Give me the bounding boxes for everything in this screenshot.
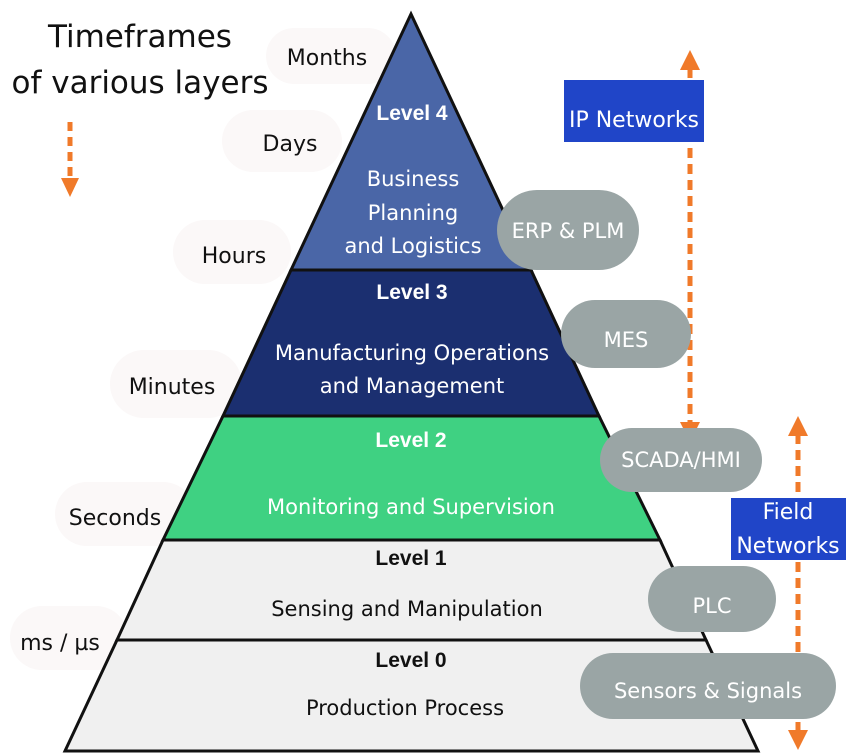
system-pill-mes: MES: [561, 300, 691, 368]
svg-text:SCADA/HMI: SCADA/HMI: [621, 448, 741, 472]
level-4-desc-2: Planning: [368, 201, 458, 225]
svg-text:Networks: Networks: [736, 534, 839, 559]
svg-text:Sensors & Signals: Sensors & Signals: [614, 679, 802, 703]
svg-text:Field: Field: [763, 500, 814, 525]
svg-text:IP Networks: IP Networks: [569, 108, 699, 133]
timeframe-days: Days: [222, 110, 342, 172]
svg-text:Hours: Hours: [202, 244, 266, 269]
level-4-label: Level 4: [376, 102, 448, 125]
system-pill-plc: PLC: [648, 566, 776, 632]
ip-networks-box: IP Networks: [564, 80, 704, 142]
level-4-desc-1: Business: [367, 167, 460, 191]
title-line-2: of various layers: [12, 65, 269, 101]
svg-text:Days: Days: [263, 132, 318, 157]
timeframe-ms: ms / µs: [10, 606, 128, 670]
timeframe-arrow-head: [61, 178, 79, 197]
timeframe-hours: Hours: [173, 220, 291, 284]
timeframe-months: Months: [266, 28, 396, 84]
timeframe-minutes: Minutes: [110, 350, 242, 418]
level-4-desc-3: and Logistics: [344, 234, 481, 258]
svg-text:MES: MES: [604, 328, 649, 352]
level-2-label: Level 2: [375, 429, 446, 452]
system-pill-sensors-signals: Sensors & Signals: [580, 653, 836, 719]
svg-text:ERP & PLM: ERP & PLM: [512, 219, 625, 243]
level-3-desc-1: Manufacturing Operations: [275, 341, 549, 365]
level-3-label: Level 3: [376, 281, 447, 304]
title-line-1: Timeframes: [47, 19, 232, 55]
field-networks-box: Field Networks: [731, 498, 846, 560]
svg-text:ms / µs: ms / µs: [20, 631, 100, 656]
svg-text:Minutes: Minutes: [129, 375, 216, 400]
level-2-desc-1: Monitoring and Supervision: [267, 495, 555, 519]
svg-text:PLC: PLC: [692, 594, 731, 618]
timeframe-seconds: Seconds: [55, 482, 195, 546]
level-0-desc-1: Production Process: [306, 696, 504, 720]
system-pill-scada-hmi: SCADA/HMI: [600, 428, 762, 492]
svg-text:Months: Months: [287, 46, 367, 71]
svg-text:Seconds: Seconds: [69, 506, 161, 531]
level-3-desc-2: and Management: [320, 374, 505, 398]
level-0-band: [62, 638, 761, 753]
level-1-desc-1: Sensing and Manipulation: [271, 597, 543, 621]
level-0-label: Level 0: [375, 649, 446, 672]
system-pill-erp-plm: ERP & PLM: [497, 190, 639, 270]
level-1-label: Level 1: [375, 547, 447, 570]
